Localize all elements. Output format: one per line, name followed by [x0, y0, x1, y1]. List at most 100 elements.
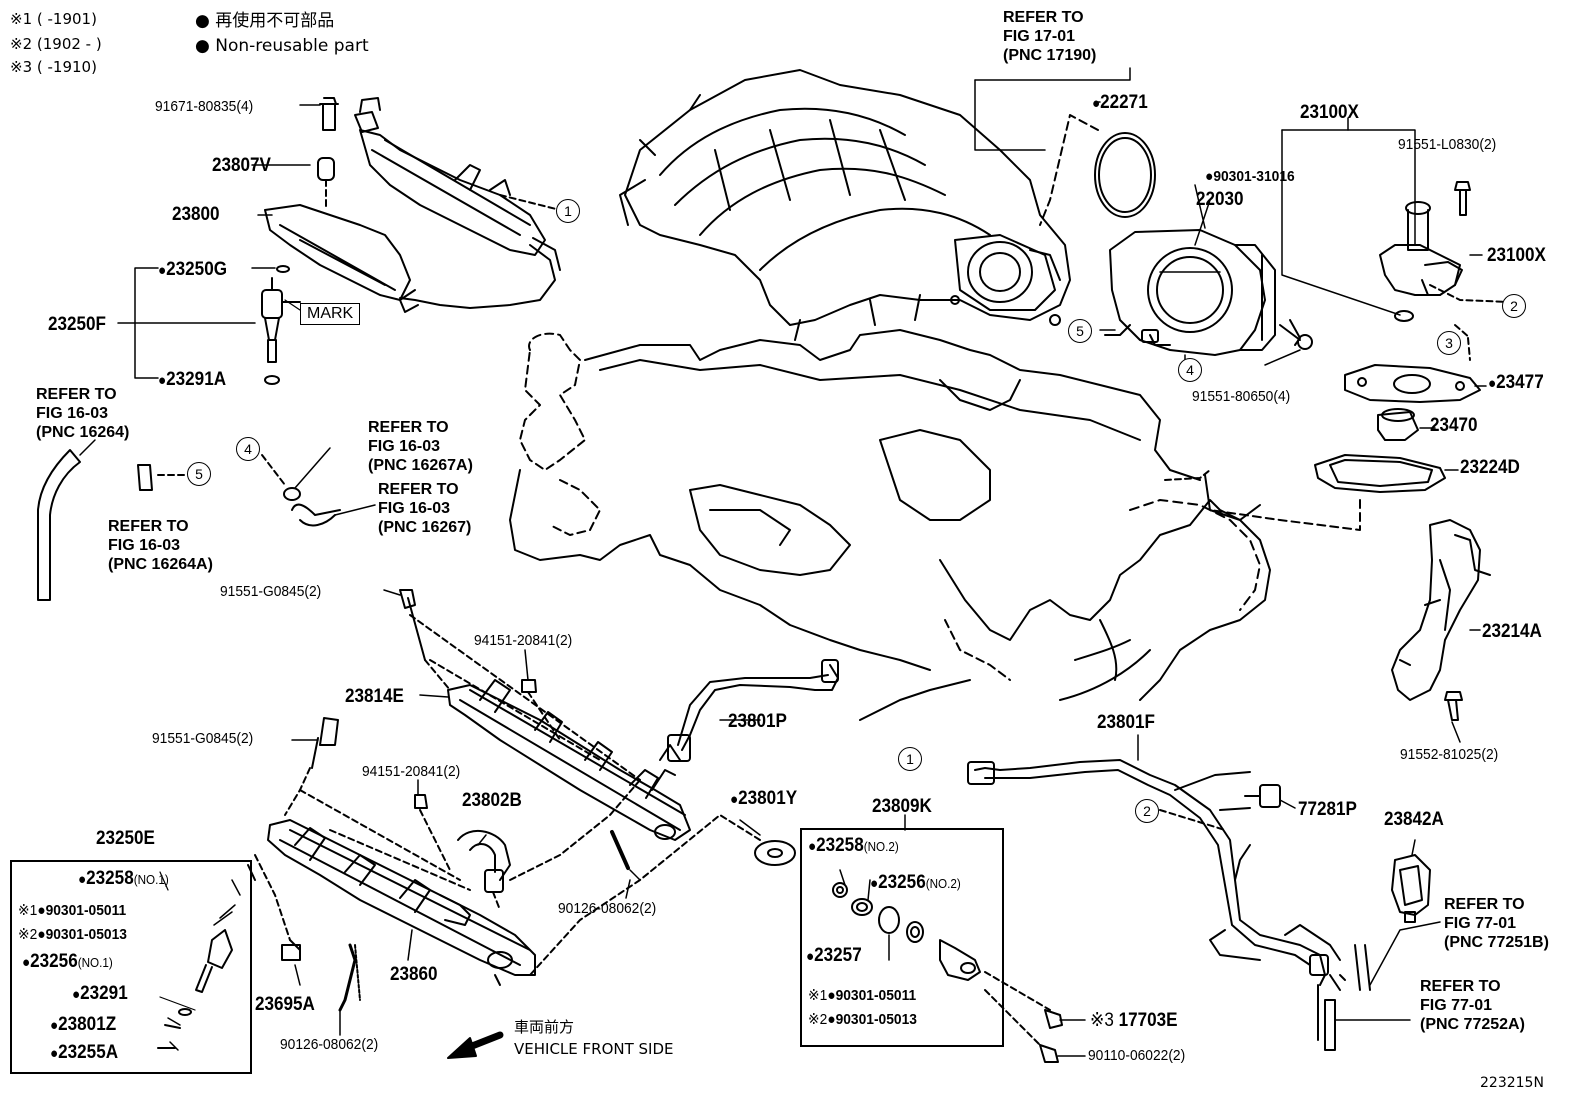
- part-23470: 23470: [1430, 415, 1478, 436]
- stud-90126-drawing: [610, 830, 630, 870]
- gasket-group-drawing: [1209, 324, 1481, 531]
- part-23802b: 23802B: [462, 790, 522, 811]
- refer-fig-77-01-pnc-77251b: REFER TO FIG 77-01 (PNC 77251B): [1444, 896, 1549, 952]
- callout-2-upper: 2: [1502, 294, 1526, 318]
- part-23250f: 23250F: [48, 314, 107, 335]
- note-2: ※2 (1902 - ): [10, 35, 102, 53]
- part-91551-l0830: 91551-L0830(2): [1398, 136, 1497, 153]
- part-90110-06022: 90110-06022(2): [1088, 1047, 1186, 1064]
- hoses-left-drawing: [37, 439, 376, 601]
- part-91551-80650: 91551-80650(4): [1192, 388, 1291, 405]
- part-23100x-top: 23100X: [1300, 102, 1359, 123]
- figure-id: 223215N: [1480, 1075, 1544, 1091]
- part-23250g: ●23250G: [158, 259, 228, 280]
- lower-delivery-pipe-23814e-drawing: [399, 589, 691, 881]
- part-23100x-side: 23100X: [1487, 245, 1546, 266]
- part-23224d: 23224D: [1460, 457, 1520, 478]
- hose-23802b-drawing: [457, 830, 511, 911]
- throttle-body-drawing: [1039, 114, 1313, 356]
- part-23860: 23860: [390, 964, 438, 985]
- part-23291a: ●23291A: [158, 369, 227, 390]
- callout-2-harness: 2: [1135, 799, 1159, 823]
- part-91552-81025: 91552-81025(2): [1400, 746, 1499, 763]
- front-arrow-head: [447, 1037, 477, 1059]
- part-23214a: 23214A: [1482, 621, 1542, 642]
- box-23256-no1: ●23256(NO.1): [22, 951, 113, 972]
- kit-23809k-parts-drawing: [832, 814, 924, 961]
- box-90301-05011-r: ※1●90301-05011: [808, 987, 917, 1004]
- refer-fig-77-01-pnc-77252a: REFER TO FIG 77-01 (PNC 77252A): [1420, 978, 1525, 1034]
- gasket-23801y-drawing: [529, 814, 796, 976]
- part-91671-80835: 91671-80835(4): [155, 98, 254, 115]
- callout-3: 3: [1437, 331, 1461, 355]
- callout-4-throttle: 4: [1178, 358, 1202, 382]
- callout-1-upper: 1: [556, 199, 580, 223]
- refer-fig-17-01: REFER TO FIG 17-01 (PNC 17190): [1003, 9, 1097, 65]
- box-23291: ●23291: [72, 983, 128, 1004]
- bracket-23214a-drawing: [1391, 519, 1491, 721]
- box-23257: ●23257: [806, 945, 862, 966]
- part-91551-g0845-upper: 91551-G0845(2): [220, 583, 322, 600]
- callout-4-hose: 4: [236, 437, 260, 461]
- part-22271: ●22271: [1092, 92, 1148, 113]
- part-77281p: 77281P: [1298, 799, 1357, 820]
- part-23695a: 23695A: [255, 994, 315, 1015]
- lower-delivery-pipe-23860-drawing: [254, 717, 536, 1036]
- callout-5-throttle: 5: [1068, 319, 1092, 343]
- box-90301-05013: ※2●90301-05013: [18, 926, 127, 943]
- part-23807v: 23807V: [212, 155, 271, 176]
- solenoid-23100x-drawing: [1281, 117, 1511, 322]
- part-23800: 23800: [172, 204, 220, 225]
- refer-fig-16-03-pnc-16267a: REFER TO FIG 16-03 (PNC 16267A): [368, 419, 473, 475]
- part-90301-31016: ●90301-31016: [1205, 168, 1295, 185]
- box-90301-05011: ※1●90301-05011: [18, 902, 127, 919]
- intake-manifold-drawing: [619, 69, 1071, 341]
- part-90126-08062-bottom: 90126-08062(2): [280, 1036, 379, 1053]
- box-23258-no2: ●23258(NO.2): [808, 835, 899, 856]
- part-23801f: 23801F: [1097, 712, 1156, 733]
- part-23809k: 23809K: [872, 796, 932, 817]
- part-23814e: 23814E: [345, 686, 404, 707]
- box-23801z: ●23801Z: [50, 1014, 117, 1035]
- part-23801p: 23801P: [728, 711, 787, 732]
- box-23256-no2: ●23256(NO.2): [870, 872, 961, 893]
- box-23258-no1: ●23258(NO.1): [78, 868, 169, 889]
- fuel-pipe-23801p-drawing: [667, 659, 839, 762]
- box-23255a: ●23255A: [50, 1042, 119, 1063]
- part-94151-20841-upper: 94151-20841(2): [474, 632, 573, 649]
- vehicle-front-en: VEHICLE FRONT SIDE: [514, 1040, 674, 1058]
- refer-fig-16-03-pnc-16264: REFER TO FIG 16-03 (PNC 16264): [36, 386, 130, 442]
- legend-jp: ● 再使用不可部品: [195, 11, 335, 31]
- engine-block-outline: [509, 329, 1271, 721]
- mark-label: MARK: [300, 303, 361, 325]
- refer-fig-16-03-pnc-16264a: REFER TO FIG 16-03 (PNC 16264A): [108, 518, 213, 574]
- injector-23250f-drawing: [251, 265, 301, 385]
- refer-fig-16-03-pnc-16267: REFER TO FIG 16-03 (PNC 16267): [378, 481, 472, 537]
- part-22030: 22030: [1196, 189, 1244, 210]
- kit-box-23809k: [800, 828, 1004, 1047]
- kit-box-23250e: [10, 860, 252, 1074]
- bracket-23250f: [117, 267, 256, 379]
- note-3: ※3 ( -1910): [10, 58, 97, 76]
- part-23250e: 23250E: [96, 828, 155, 849]
- sensor-23842a-drawing: [1391, 854, 1431, 923]
- part-23842a: 23842A: [1384, 809, 1444, 830]
- vehicle-front-jp: 車両前方: [514, 1018, 575, 1036]
- box-90301-05013-r: ※2●90301-05013: [808, 1011, 917, 1028]
- part-91551-g0845-lower: 91551-G0845(2): [152, 730, 254, 747]
- part-23477: ●23477: [1488, 372, 1544, 393]
- part-23801y: ●23801Y: [730, 788, 798, 809]
- harness-23801f-drawing: [967, 734, 1371, 1051]
- callout-5-hose: 5: [187, 462, 211, 486]
- callout-1-harness: 1: [898, 747, 922, 771]
- connector-17703e-drawing: [939, 939, 1086, 1063]
- note-1: ※1 ( -1901): [10, 10, 97, 28]
- legend-en: ● Non-reusable part: [195, 36, 369, 56]
- part-94151-20841-lower: 94151-20841(2): [362, 763, 461, 780]
- part-17703e: ※3 17703E: [1090, 1010, 1178, 1031]
- kit-23250e-parts-drawing: [157, 864, 256, 1051]
- upper-delivery-pipe-drawing: [264, 97, 561, 313]
- part-90126-08062-right: 90126-08062(2): [558, 900, 657, 917]
